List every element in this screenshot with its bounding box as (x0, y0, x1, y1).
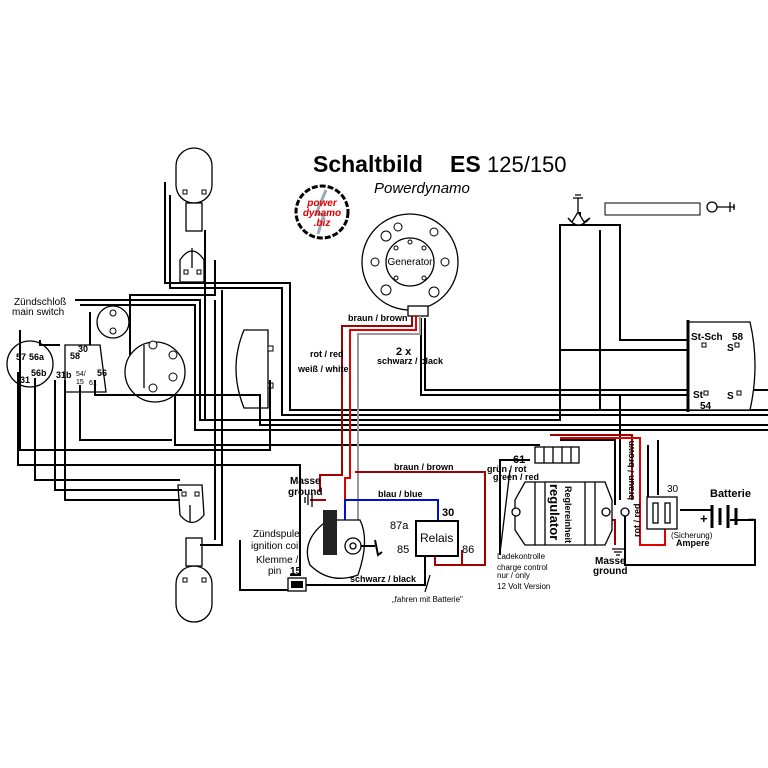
instrument-panel: St-Sch 58 S St 54 S (686, 320, 756, 412)
svg-text:„fahren mit Batterie": „fahren mit Batterie" (392, 595, 463, 604)
svg-text:Zündspule: Zündspule (253, 529, 300, 540)
svg-text:dynamo: dynamo (303, 208, 341, 219)
svg-text:St: St (693, 390, 704, 401)
svg-text:56b: 56b (31, 368, 47, 378)
relay: Relais 30 87a 85 86 „fahren mit Batterie… (390, 507, 474, 604)
svg-text:12 Volt Version: 12 Volt Version (497, 582, 550, 591)
generator-label: Generator (387, 257, 433, 268)
svg-text:main switch: main switch (12, 307, 64, 318)
svg-text:15: 15 (76, 379, 84, 386)
title-subtitle: Powerdynamo (374, 180, 470, 197)
svg-text:S: S (727, 343, 734, 354)
svg-text:(Sicherung): (Sicherung) (671, 531, 713, 540)
svg-text:58: 58 (70, 351, 80, 361)
battery: Batterie + – (680, 488, 755, 528)
rear-headlight (175, 537, 213, 623)
svg-text:30: 30 (667, 484, 679, 495)
svg-text:power: power (306, 198, 338, 209)
svg-text:braun / brown: braun / brown (626, 441, 636, 501)
svg-text:grün / rot: grün / rot (487, 464, 527, 474)
svg-text:15: 15 (290, 566, 302, 577)
brown-wire (319, 316, 633, 566)
svg-text:.biz: .biz (314, 218, 331, 229)
tail-light (235, 329, 274, 409)
svg-text:charge control: charge control (497, 563, 548, 572)
blue-wire (344, 499, 439, 525)
generator: Generator (361, 213, 459, 317)
handlebar-switch-upper (179, 248, 205, 283)
ignition-coil: Masse ground Zündspule ignition coil Kle… (251, 476, 383, 592)
title-model-prefix: ES (450, 151, 481, 177)
white-wire (357, 316, 421, 525)
svg-text:rot / red: rot / red (310, 349, 344, 359)
svg-text:85: 85 (397, 544, 409, 556)
svg-text:Batterie: Batterie (710, 488, 751, 500)
svg-text:ignition coil: ignition coil (251, 541, 300, 552)
svg-text:S: S (727, 391, 734, 402)
svg-text:31b: 31b (56, 370, 72, 380)
wire-labels: braun / brown rot / red weiß / white 2 x… (297, 313, 642, 584)
svg-text:nur / only: nur / only (497, 571, 530, 580)
svg-text:54: 54 (700, 401, 712, 412)
horn (96, 305, 130, 339)
svg-text:Reglereinheit: Reglereinheit (563, 486, 573, 543)
svg-text:braun / brown: braun / brown (348, 313, 408, 323)
title-model: 125/150 (487, 152, 567, 177)
svg-text:Ampere: Ampere (676, 538, 710, 548)
svg-text:54/: 54/ (76, 371, 86, 378)
svg-text:pin: pin (268, 566, 281, 577)
title-block: Schaltbild ES 125/150 Powerdynamo (313, 151, 567, 197)
svg-text:Ladekontrolle: Ladekontrolle (497, 552, 546, 561)
svg-text:Klemme /: Klemme / (256, 555, 298, 566)
title-main: Schaltbild (313, 151, 423, 177)
svg-text:braun / brown: braun / brown (394, 462, 454, 472)
svg-text:green / red: green / red (493, 472, 539, 482)
svg-text:87a: 87a (390, 520, 409, 532)
fuse-box: 30 (Sicherung) Ampere (646, 484, 713, 548)
svg-text:Masse: Masse (595, 556, 626, 567)
svg-text:Zündschloß: Zündschloß (14, 297, 66, 308)
svg-text:31: 31 (20, 375, 30, 385)
handlebar-switch-lower (177, 484, 205, 524)
svg-text:schwarz / black: schwarz / black (377, 356, 444, 366)
speedometer (124, 340, 186, 403)
svg-text:rot / red: rot / red (632, 503, 642, 537)
svg-text:weiß / white: weiß / white (297, 364, 349, 374)
powerdynamo-logo: power dynamo .biz (294, 184, 350, 240)
svg-text:2 x: 2 x (396, 346, 412, 358)
regulator: 61 Reglereinheit regulator Masse ground (511, 446, 630, 577)
red-wire (344, 316, 417, 525)
svg-text:Relais: Relais (420, 531, 453, 545)
front-headlight (175, 147, 213, 232)
svg-text:86: 86 (462, 544, 474, 556)
svg-text:30: 30 (442, 507, 454, 519)
red-wire-battery (560, 437, 666, 546)
svg-text:61: 61 (89, 380, 97, 387)
svg-text:56a: 56a (29, 352, 45, 362)
svg-text:56: 56 (97, 368, 107, 378)
svg-text:57: 57 (16, 352, 26, 362)
charge-control-note: Ladekontrolle charge control nur / only … (497, 469, 550, 591)
svg-text:Masse: Masse (290, 476, 321, 487)
svg-text:–: – (748, 511, 755, 526)
svg-text:61: 61 (513, 454, 525, 466)
svg-text:regulator: regulator (547, 484, 562, 540)
svg-text:blau / blue: blau / blue (378, 489, 423, 499)
svg-text:+: + (700, 511, 708, 526)
svg-text:schwarz / black: schwarz / black (350, 574, 417, 584)
svg-text:58: 58 (732, 332, 744, 343)
svg-text:St-Sch: St-Sch (691, 332, 723, 343)
svg-text:ground: ground (593, 566, 627, 577)
svg-text:ground: ground (288, 487, 322, 498)
horn-top (567, 194, 735, 226)
black-wire-harness (17, 182, 768, 591)
svg-text:30: 30 (78, 344, 88, 354)
